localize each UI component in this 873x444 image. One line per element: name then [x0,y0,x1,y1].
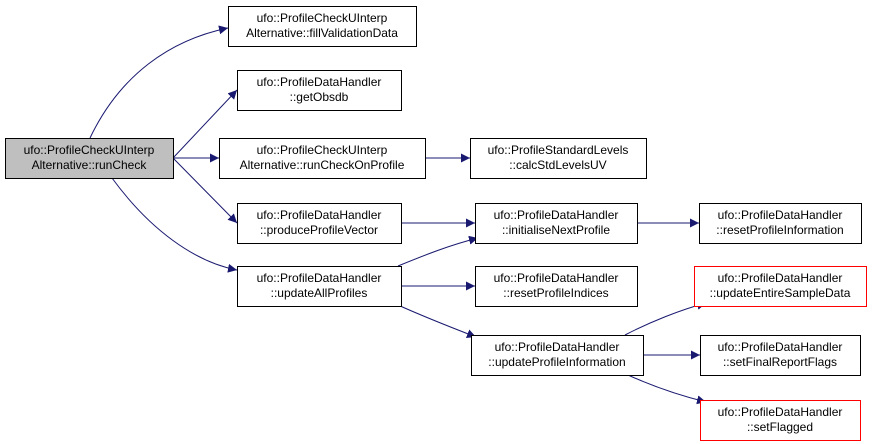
node-label-line: ::resetProfileIndices [503,286,608,300]
edge-runCheck-to-fillValidationData [89,25,229,139]
edge-updateAllProfiles-to-updateProfileInformation [397,304,477,338]
nodes: ufo::ProfileCheckUInterpAlternative::run… [5,6,867,441]
node-box [5,138,174,179]
edge-runCheck-to-produceProfileVector [172,157,238,224]
node-label-line: ufo::ProfileStandardLevels [488,143,629,157]
node-label-line: ::setFinalReportFlags [723,355,837,369]
node-produceProfileVector[interactable]: ufo::ProfileDataHandler::produceProfileV… [237,203,402,244]
node-setFinalReportFlags[interactable]: ufo::ProfileDataHandler::setFinalReportF… [700,335,861,376]
node-label-line: ::updateAllProfiles [271,286,368,300]
node-box [475,203,638,244]
node-label-line: ::updateProfileInformation [488,355,625,369]
node-label-line: ::calcStdLevelsUV [509,158,606,172]
node-label-line: ::setFlagged [747,420,813,434]
node-resetProfileIndices[interactable]: ufo::ProfileDataHandler::resetProfileInd… [475,266,638,307]
node-label-line: ufo::ProfileDataHandler [257,75,382,89]
node-label-line: ufo::ProfileCheckUInterp [257,11,388,25]
node-label-line: ufo::ProfileDataHandler [257,208,382,222]
node-box [699,203,862,244]
node-setFlagged[interactable]: ufo::ProfileDataHandler::setFlagged [700,400,861,441]
node-label-line: ufo::ProfileCheckUInterp [257,143,388,157]
node-resetProfileInformation[interactable]: ufo::ProfileDataHandler::resetProfileInf… [699,203,862,244]
node-label-line: Alternative::fillValidationData [246,26,398,40]
edge-updateProfileInformation-to-setFlagged [627,374,707,405]
node-runCheck[interactable]: ufo::ProfileCheckUInterpAlternative::run… [5,138,174,179]
node-calcStdLevelsUV[interactable]: ufo::ProfileStandardLevels::calcStdLevel… [470,138,647,179]
node-updateProfileInformation[interactable]: ufo::ProfileDataHandler::updateProfileIn… [471,335,644,376]
node-box [219,138,426,179]
node-label-line: ufo::ProfileCheckUInterp [24,143,155,157]
node-fillValidationData[interactable]: ufo::ProfileCheckUInterpAlternative::fil… [228,6,417,47]
node-label-line: ::updateEntireSampleData [710,286,851,300]
node-box [471,335,644,376]
node-box [475,266,638,307]
node-label-line: ::getObsdb [290,90,349,104]
edges [89,25,707,405]
node-getObsdb[interactable]: ufo::ProfileDataHandler::getObsdb [237,70,402,111]
node-label-line: ::produceProfileVector [260,223,378,237]
node-label-line: ufo::ProfileDataHandler [718,271,843,285]
node-box [694,266,867,307]
edge-updateAllProfiles-to-initialiseNextProfile [397,235,479,267]
node-box [237,266,402,307]
node-box [700,335,861,376]
node-label-line: ufo::ProfileDataHandler [718,208,843,222]
node-label-line: ::initialiseNextProfile [502,223,610,237]
node-label-line: ufo::ProfileDataHandler [494,208,619,222]
node-box [237,203,402,244]
node-box [237,70,402,111]
node-runCheckOnProfile[interactable]: ufo::ProfileCheckUInterpAlternative::run… [219,138,426,179]
edge-updateProfileInformation-to-updateEntireSampleData [624,300,707,336]
node-label-line: ufo::ProfileDataHandler [495,340,620,354]
node-box [700,400,861,441]
node-label-line: ufo::ProfileDataHandler [257,271,382,285]
node-label-line: Alternative::runCheckOnProfile [240,158,405,172]
node-label-line: Alternative::runCheck [32,158,148,172]
edge-runCheck-to-updateAllProfiles [111,177,238,273]
node-updateAllProfiles[interactable]: ufo::ProfileDataHandler::updateAllProfil… [237,266,402,307]
node-initialiseNextProfile[interactable]: ufo::ProfileDataHandler::initialiseNextP… [475,203,638,244]
node-label-line: ufo::ProfileDataHandler [718,405,843,419]
node-label-line: ::resetProfileInformation [716,223,843,237]
node-box [228,6,417,47]
node-label-line: ufo::ProfileDataHandler [718,340,843,354]
node-label-line: ufo::ProfileDataHandler [494,271,619,285]
node-updateEntireSampleData[interactable]: ufo::ProfileDataHandler::updateEntireSam… [694,266,867,307]
edge-runCheck-to-getObsdb [172,89,238,159]
node-box [470,138,647,179]
